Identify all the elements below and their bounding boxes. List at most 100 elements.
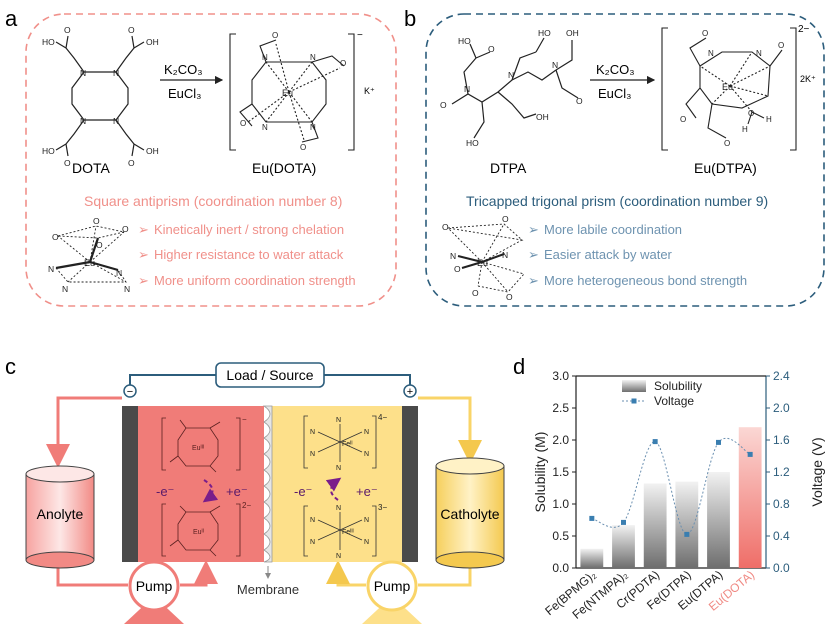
y-tick-label: 0.5 <box>552 529 569 543</box>
eu-complex-bottom <box>161 503 241 557</box>
eu-top-charge: − <box>242 415 247 424</box>
catholyte-plus-e: +e⁻ <box>356 484 378 499</box>
svg-text:N: N <box>336 505 341 512</box>
panel-a-counterion: K⁺ <box>364 86 375 96</box>
svg-text:O: O <box>52 232 59 242</box>
anolyte-electron-arrow <box>202 479 219 503</box>
svg-text:O: O <box>128 25 135 35</box>
svg-text:N: N <box>310 517 315 524</box>
svg-text:H: H <box>766 115 772 124</box>
svg-text:N: N <box>113 68 119 78</box>
prism-atom-labels: Eu O O N O N O O <box>442 214 513 302</box>
svg-text:N: N <box>310 123 316 132</box>
svg-text:N: N <box>708 49 714 58</box>
fe-top-charge: 4− <box>378 413 387 422</box>
anolyte-tank <box>25 465 95 569</box>
panel-a-feature: Kinetically inert / strong chelation <box>154 222 344 237</box>
fe-top-atoms: N N N N N N Feᴵᴵ <box>310 417 369 472</box>
y-tick-label: 1.5 <box>552 465 569 479</box>
svg-text:N: N <box>310 539 315 546</box>
svg-text:O: O <box>724 139 730 148</box>
solubility-bar <box>612 525 635 568</box>
fe-bottom-atoms: N N N N N N Feᴵᴵᴵ <box>310 505 369 560</box>
load-source-box <box>215 362 325 388</box>
catholyte-compartment <box>272 406 402 562</box>
y2-tick-label: 1.2 <box>773 465 790 479</box>
solubility-bar <box>675 481 699 568</box>
svg-text:N: N <box>364 539 369 546</box>
wire-top-right <box>324 374 411 386</box>
panel-a-feature-list: ➢ Kinetically inert / strong chelation ➢… <box>138 222 356 288</box>
voltage-point <box>684 531 690 537</box>
svg-text:Eu: Eu <box>84 258 95 268</box>
panel-a-feature: Higher resistance to water attack <box>154 247 344 262</box>
svg-text:O: O <box>128 158 135 168</box>
svg-text:OH: OH <box>146 37 159 47</box>
svg-text:N: N <box>310 451 315 458</box>
svg-text:O: O <box>576 96 583 106</box>
svg-text:O: O <box>64 158 71 168</box>
panel-b-bullet: ➢ <box>528 222 539 237</box>
legend-voltage-label: Voltage <box>654 394 694 408</box>
panel-c: c Load / Source − + Anolyte Catholyte <box>5 354 505 624</box>
svg-text:N: N <box>364 517 369 524</box>
svg-text:N: N <box>80 116 86 126</box>
svg-text:O: O <box>680 115 686 124</box>
panel-b-frame <box>425 13 825 307</box>
positive-terminal-sign: + <box>407 386 413 398</box>
fe-complex-top <box>303 415 377 469</box>
svg-text:O: O <box>454 264 461 274</box>
right-pump-label: Pump <box>374 578 411 594</box>
eu-bottom-label: Euᴵᴵ <box>193 529 204 536</box>
svg-text:O: O <box>240 119 246 128</box>
svg-text:N: N <box>364 429 369 436</box>
dota-structure <box>55 35 145 157</box>
panel-b-charge: 2− <box>798 24 810 35</box>
svg-text:N: N <box>464 84 470 94</box>
membrane <box>262 405 273 563</box>
svg-text:N: N <box>508 70 514 80</box>
catholyte-label: Catholyte <box>440 506 499 522</box>
svg-text:O: O <box>122 224 129 234</box>
antiprism-atom-labels: Eu O O O O N N N N <box>48 216 130 294</box>
fe-top-label: Feᴵᴵ <box>342 441 353 448</box>
eu-complex-top <box>161 417 241 473</box>
panel-b-bullet: ➢ <box>528 247 539 262</box>
anolyte-plus-e: +e⁻ <box>226 484 248 499</box>
left-pump-label: Pump <box>136 578 173 594</box>
positive-terminal <box>403 384 417 398</box>
svg-text:N: N <box>336 417 341 424</box>
panel-a-bullet: ➢ <box>138 273 149 288</box>
eu-dota-atom-labels: Eu O O O O N N N N <box>240 31 346 152</box>
y-tick-label: 2.5 <box>552 401 569 415</box>
solubility-bar <box>738 427 762 568</box>
panel-b-letter: b <box>404 6 416 31</box>
svg-text:OH: OH <box>566 28 579 38</box>
svg-text:O: O <box>93 216 100 226</box>
catholyte-feed-pipe <box>326 560 366 587</box>
y-axis-title: Solubility (M) <box>532 432 548 513</box>
svg-text:Eu: Eu <box>282 88 293 98</box>
svg-text:O: O <box>748 109 754 118</box>
voltage-point <box>621 519 626 525</box>
svg-text:H: H <box>742 125 748 134</box>
left-pump <box>124 560 184 624</box>
panel-a-feature: More uniform coordination strength <box>154 273 356 288</box>
anolyte-minus-e: -e⁻ <box>156 484 174 499</box>
eu-dota-structure <box>229 33 355 151</box>
right-pump <box>362 560 422 624</box>
panel-a-reagent-1: K₂CO₃ <box>164 62 203 77</box>
square-antiprism-sketch <box>55 225 127 283</box>
panel-d-letter: d <box>513 354 525 379</box>
svg-text:N: N <box>756 49 762 58</box>
panel-a-charge: − <box>357 30 363 41</box>
load-source-label: Load / Source <box>226 367 313 383</box>
svg-text:O: O <box>340 59 346 68</box>
voltage-point <box>652 439 658 445</box>
y2-tick-label: 0.8 <box>773 497 790 511</box>
svg-text:OH: OH <box>536 112 549 122</box>
membrane-label: Membrane <box>237 582 299 597</box>
fe-bottom-charge: 3− <box>378 503 387 512</box>
svg-text:N: N <box>262 123 268 132</box>
